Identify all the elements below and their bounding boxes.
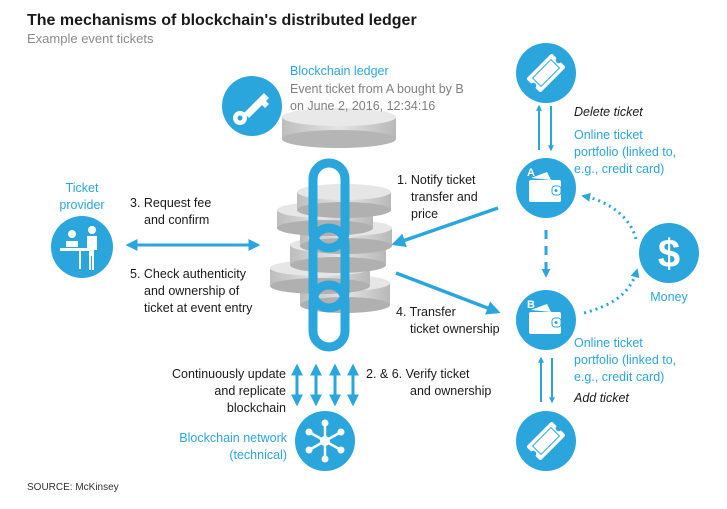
step26-line1: 2. & 6. Verify ticket	[366, 367, 470, 381]
wallet-b-icon: B	[516, 290, 576, 350]
step26-text: 2. & 6. Verify ticket and ownership	[366, 366, 491, 400]
key-icon	[222, 76, 282, 136]
step1-text: 1. Notify ticket transfer and price	[397, 172, 478, 223]
portfolio-b-label: Online ticket portfolio (linked to, e.g.…	[574, 335, 676, 386]
add-ticket-label: Add ticket	[574, 391, 629, 405]
ticket-provider-label: Ticket provider	[38, 180, 126, 214]
replicate-arrows	[291, 363, 359, 407]
step3-line2: and confirm	[144, 213, 210, 227]
step4-line2: ticket ownership	[410, 322, 500, 336]
page-title: The mechanisms of blockchain's distribut…	[27, 12, 417, 29]
ledger-record-line1: Event ticket from A bought by B	[290, 82, 464, 96]
ledger-label: Blockchain ledger	[290, 64, 389, 78]
chain-icon	[308, 158, 350, 352]
money-symbol: $	[658, 232, 680, 276]
network-label: Blockchain network (technical)	[140, 430, 287, 464]
network-label-line2: (technical)	[229, 448, 287, 462]
portfolio-b-label-line2: portfolio (linked to,	[574, 353, 677, 367]
replicate-line3: blockchain	[226, 401, 286, 415]
transfer-arrow	[395, 271, 501, 315]
step4-text: 4. Transfer ticket ownership	[396, 304, 500, 338]
step5-text: 5. Check authenticity and ownership of t…	[130, 266, 252, 317]
money-label: Money	[650, 290, 688, 304]
step4-line1: 4. Transfer	[396, 305, 456, 319]
ledger-top-disk	[282, 108, 396, 148]
page-subtitle: Example event tickets	[27, 31, 154, 46]
wallet-a-icon: A	[516, 158, 576, 218]
notify-arrow	[391, 206, 499, 247]
ticket-provider-label-line2: provider	[59, 198, 105, 212]
ticket-provider-label-line1: Ticket	[65, 181, 99, 195]
network-hub-icon	[295, 411, 355, 471]
replicate-line2: and replicate	[214, 384, 286, 398]
ticket-counter-icon	[51, 216, 113, 278]
step3-text: 3. Request fee and confirm	[130, 195, 211, 229]
network-label-line1: Blockchain network	[179, 431, 287, 445]
money-to-a-dotted-arrow	[581, 192, 638, 240]
replicate-line1: Continuously update	[172, 367, 286, 381]
ledger-record-line2: on June 2, 2016, 12:34:16	[290, 99, 436, 113]
delete-ticket-label: Delete ticket	[574, 105, 643, 119]
portfolio-a-label-line1: Online ticket	[574, 128, 643, 142]
ticket-icon-bottom	[516, 411, 576, 471]
wallet-a-badge: A	[527, 167, 535, 179]
b-to-money-dotted-arrow	[583, 268, 640, 315]
wallet-b-badge: B	[527, 299, 535, 311]
portfolio-a-label-line3: e.g., credit card)	[574, 162, 665, 176]
money-icon: $	[639, 223, 699, 283]
portfolio-b-label-line1: Online ticket	[574, 336, 643, 350]
step1-line2: transfer and	[411, 190, 478, 204]
step5-line2: and ownership of	[144, 284, 240, 298]
step1-line3: price	[411, 207, 439, 221]
replicate-text: Continuously update and replicate blockc…	[140, 366, 286, 417]
portfolio-b-label-line3: e.g., credit card)	[574, 370, 665, 384]
step3-line1: 3. Request fee	[130, 196, 212, 210]
step5-line3: ticket at event entry	[144, 301, 253, 315]
portfolio-a-label-line2: portfolio (linked to,	[574, 145, 677, 159]
portfolio-a-label: Online ticket portfolio (linked to, e.g.…	[574, 127, 676, 178]
ticket-icon-top	[516, 43, 576, 103]
step5-line1: 5. Check authenticity	[130, 267, 247, 281]
source-note: SOURCE: McKinsey	[27, 482, 119, 493]
step26-line2: and ownership	[410, 384, 492, 398]
step1-line1: 1. Notify ticket	[397, 173, 476, 187]
